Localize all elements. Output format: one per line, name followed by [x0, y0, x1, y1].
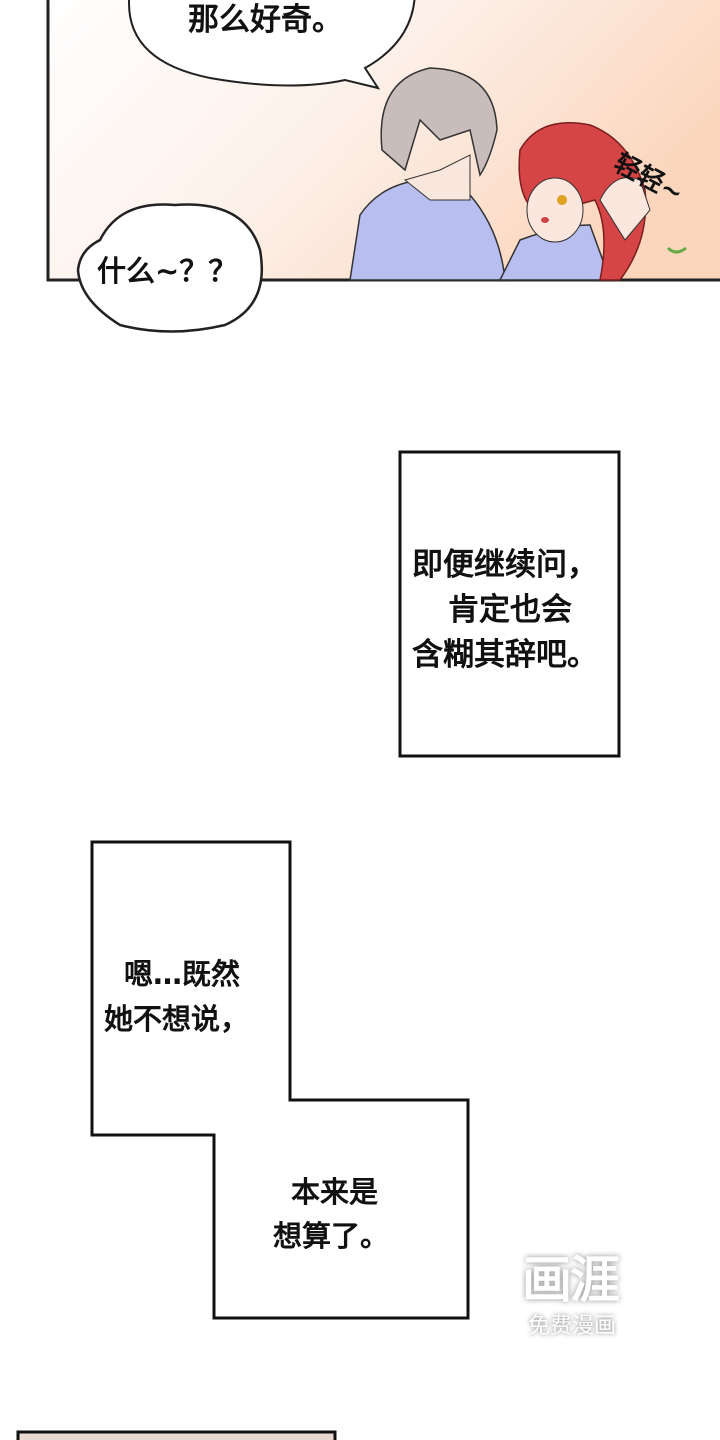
speech-bubble-bottom: [76, 203, 264, 333]
caption-2-line-4: 想算了。: [273, 1219, 390, 1253]
caption-2-line-2: 她不想说，: [104, 1002, 250, 1036]
caption-box-1: [398, 450, 621, 758]
caption-box-2: [90, 840, 470, 1320]
caption-2-line-1: 嗯…既然: [124, 957, 241, 991]
caption-1-line-1: 即便继续问，: [412, 547, 598, 583]
speech-text-bottom: 什么~？？: [97, 254, 238, 288]
next-panel-edge: [16, 1430, 337, 1440]
caption-1-line-3: 含糊其辞吧。: [412, 637, 598, 673]
girl-character: [498, 122, 687, 281]
watermark-subtitle: 免费漫画: [528, 1314, 617, 1339]
caption-1-line-2: 肯定也会: [448, 592, 572, 628]
panel-1: [46, 0, 720, 282]
caption-2-line-3: 本来是: [291, 1175, 379, 1209]
boy-character: [349, 67, 506, 281]
watermark-logo: 画涯: [522, 1251, 620, 1309]
speech-text-top: 那么好奇。: [188, 2, 343, 38]
speech-bubble-top: [128, 0, 416, 90]
